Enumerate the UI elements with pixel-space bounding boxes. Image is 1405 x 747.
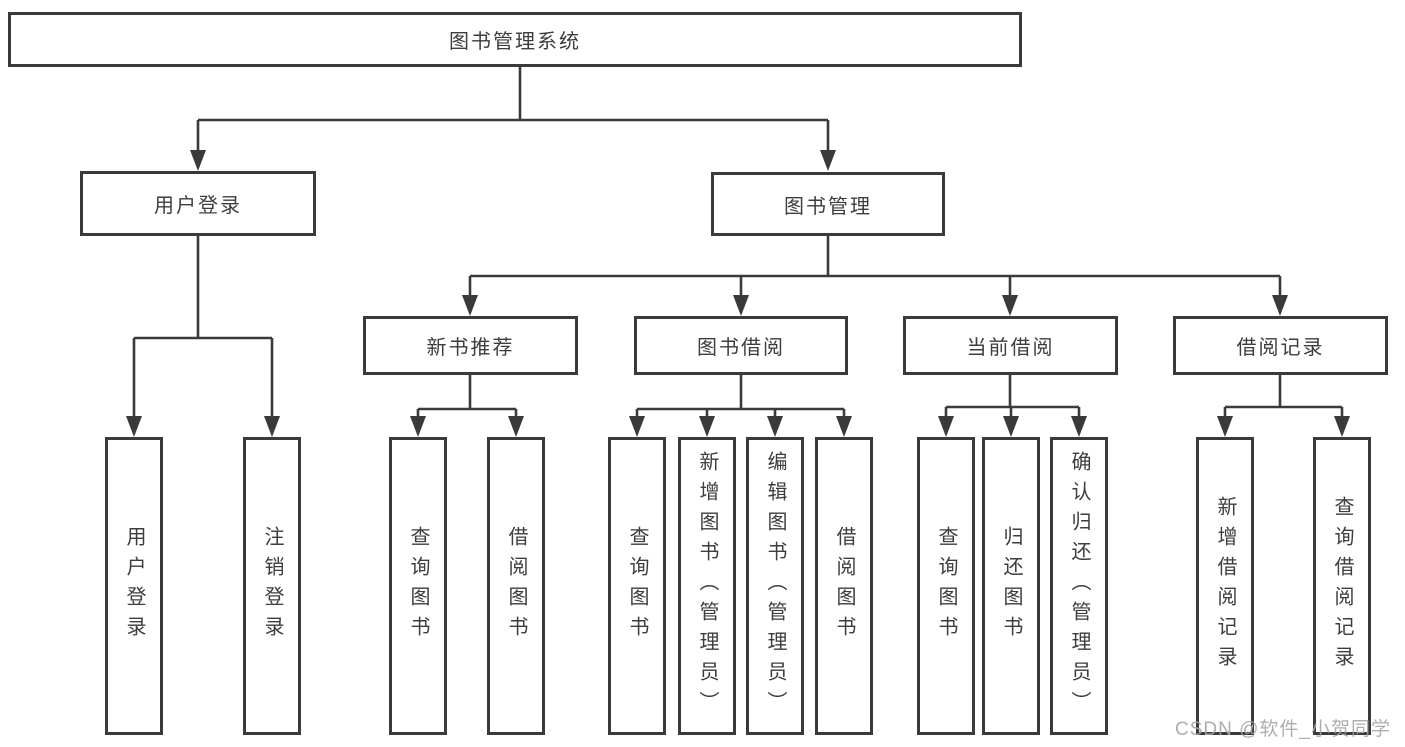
leaf-label: 确认归还（管理员） (1068, 451, 1090, 721)
node-label: 新书推荐 (426, 337, 515, 359)
leaf-label: 归还图书 (1000, 526, 1022, 646)
node-current-borrow: 当前借阅 (903, 316, 1118, 375)
leaf-label: 查询图书 (407, 526, 429, 646)
node-label: 用户登录 (154, 195, 242, 217)
node-label: 图书借阅 (697, 337, 785, 359)
leaf-return-book: 归还图书 (982, 437, 1040, 735)
leaf-label: 新增借阅记录 (1214, 496, 1236, 676)
node-user-login: 用户登录 (80, 171, 316, 236)
leaf-query-books-current: 查询图书 (917, 437, 975, 735)
node-root-system: 图书管理系统 (8, 12, 1022, 67)
leaf-query-borrow-record: 查询借阅记录 (1313, 437, 1371, 735)
leaf-label: 编辑图书（管理员） (764, 451, 786, 721)
leaf-borrow-books-borrow: 借阅图书 (815, 437, 873, 735)
leaf-borrow-books-recommend: 借阅图书 (487, 437, 545, 735)
leaf-add-borrow-record: 新增借阅记录 (1196, 437, 1254, 735)
node-borrow-records: 借阅记录 (1173, 316, 1388, 375)
leaf-logout: 注销登录 (243, 437, 301, 735)
node-book-management: 图书管理 (711, 172, 945, 236)
node-new-book-recommend: 新书推荐 (363, 316, 578, 375)
leaf-query-books-recommend: 查询图书 (389, 437, 447, 735)
leaf-label: 新增图书（管理员） (696, 451, 718, 721)
leaf-query-books-borrow: 查询图书 (608, 437, 666, 735)
leaf-label: 借阅图书 (505, 526, 527, 646)
leaf-label: 用户登录 (123, 526, 145, 646)
node-label: 当前借阅 (966, 337, 1055, 359)
node-label: 借阅记录 (1236, 337, 1325, 359)
leaf-label: 注销登录 (261, 526, 283, 646)
node-book-borrow: 图书借阅 (634, 316, 848, 375)
leaf-add-book-admin: 新增图书（管理员） (678, 437, 736, 735)
csdn-watermark: CSDN @软件_小贺同学 (1175, 719, 1391, 740)
node-label: 图书管理 (784, 195, 872, 218)
leaf-label: 查询借阅记录 (1331, 496, 1353, 676)
leaf-label: 查询图书 (626, 526, 648, 646)
leaf-label: 借阅图书 (833, 526, 855, 646)
node-label: 图书管理系统 (449, 31, 581, 53)
leaf-confirm-return-admin: 确认归还（管理员） (1050, 437, 1108, 735)
leaf-user-login: 用户登录 (105, 437, 163, 735)
leaf-edit-book-admin: 编辑图书（管理员） (746, 437, 804, 735)
leaf-label: 查询图书 (935, 526, 957, 646)
